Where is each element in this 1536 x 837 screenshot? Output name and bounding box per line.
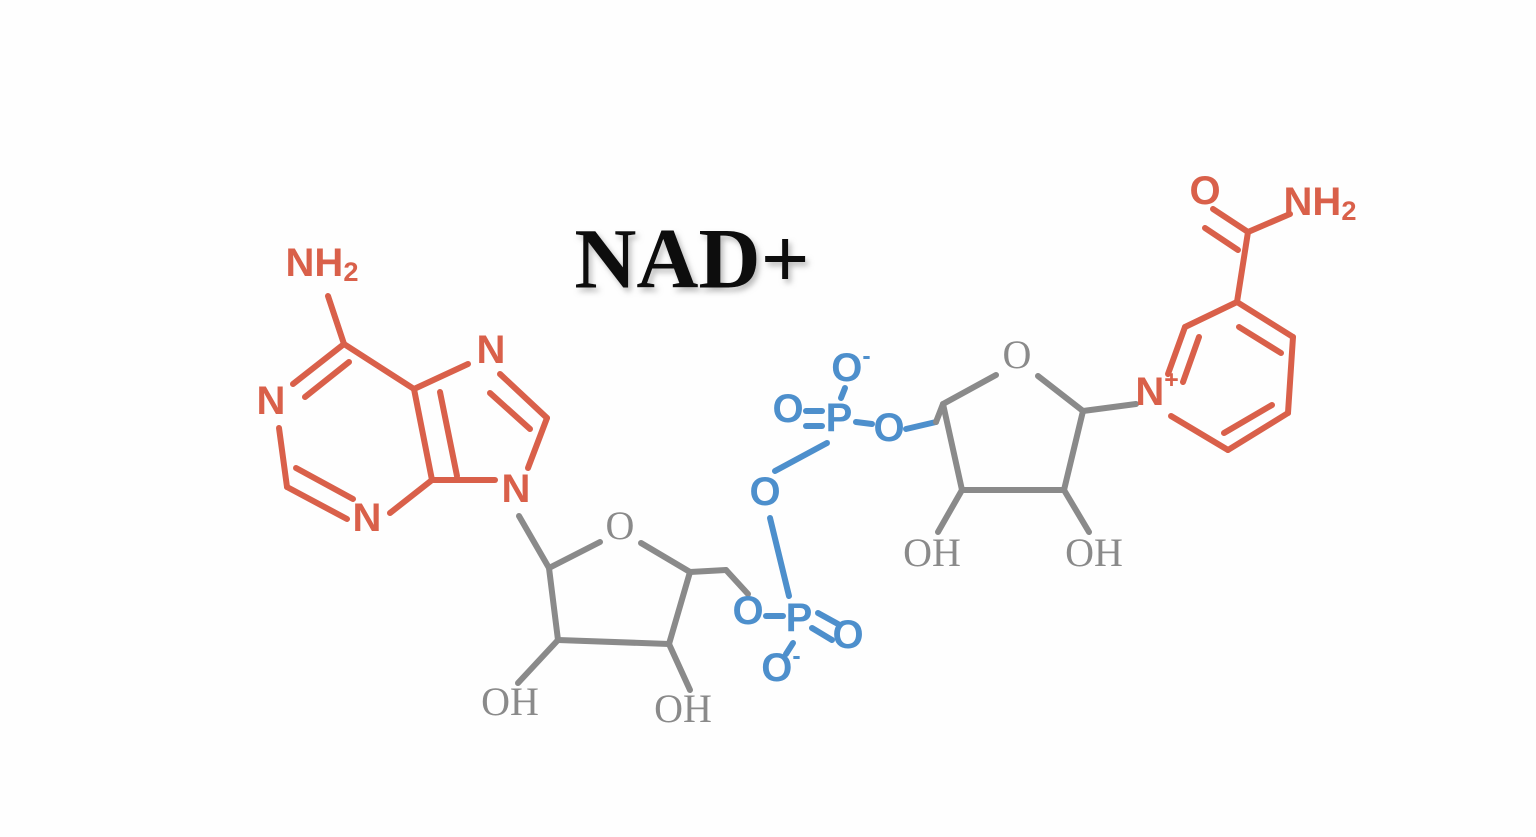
bond-c3-c4 — [1234, 299, 1296, 340]
phosphate-o-double-beta: O — [832, 613, 863, 657]
bond-carbonyl-o-b — [1202, 225, 1241, 253]
adenine-ribose-bond-group — [515, 513, 751, 693]
pyridinium-nitrogen: N+ — [1135, 367, 1178, 414]
bond-n7-c8 — [497, 371, 550, 421]
bond-oring-c4prime — [638, 540, 693, 575]
bond-c4-c5-inner — [437, 389, 460, 479]
bond-oring-n-c1prime — [1035, 373, 1086, 414]
bond-c8-n9 — [525, 415, 550, 471]
bond-palpha-ominus — [838, 385, 848, 401]
bond-p-odouble-beta-b — [809, 625, 835, 643]
bond-ch2-o — [723, 567, 751, 597]
purine-n1: N — [257, 379, 286, 423]
ring-oxygen-n: O — [1003, 332, 1032, 377]
bond-c5prime-oring-n — [940, 372, 999, 407]
bond-c2prime-c1prime — [546, 565, 561, 643]
bond-n1-c2 — [276, 425, 290, 490]
bond-nh2-c6 — [325, 293, 347, 347]
bond-n7-c8-inner — [487, 390, 533, 432]
bond-c2prime-n-oh — [1061, 487, 1092, 535]
adenine-ribose-label-group: O OH OH — [481, 503, 712, 731]
bond-c3prime-oh — [666, 641, 693, 693]
bond-p-ominus-beta — [783, 640, 796, 657]
pyrophosphate-bond-group — [763, 385, 939, 657]
bond-carbonyl-nh2 — [1245, 211, 1293, 235]
phosphate-o-minus-beta: O- — [761, 643, 800, 690]
bond-c4-c5 — [1285, 334, 1296, 416]
phosphate-o-bridge: O — [749, 470, 780, 514]
phosphate-o-minus-alpha: O- — [831, 343, 870, 390]
purine-n7: N — [477, 328, 506, 372]
bond-oester-ch2-n — [903, 419, 939, 432]
bond-palpha-oester — [853, 419, 875, 427]
bond-c4prime-ch2 — [687, 567, 729, 575]
bond-npyr-c2-inner — [1180, 334, 1202, 385]
adenine-bond-group — [276, 293, 550, 522]
purine-n3: N — [353, 496, 382, 540]
phosphate-o-ester-alpha: O — [873, 406, 904, 450]
bond-n9-c1prime — [516, 513, 552, 571]
bond-c1prime-oring — [546, 539, 603, 571]
bond-c2-n3 — [284, 484, 350, 522]
amide-nh2: NH2 — [1284, 180, 1357, 227]
bond-p-obridge — [767, 515, 792, 599]
bond-p-odouble-beta-a — [815, 610, 841, 627]
bond-c3-carbonyl — [1234, 229, 1251, 305]
nicotinamide-label-group: N+ O NH2 — [1135, 169, 1356, 414]
bond-c1prime-n-c2prime — [1061, 408, 1086, 493]
bond-c3prime-n-oh — [935, 487, 965, 535]
bond-c6-n1 — [290, 341, 347, 387]
hydroxyl-3prime-n: OH — [1065, 530, 1123, 575]
amine-nh2: NH2 — [286, 241, 359, 288]
bond-obridge-palpha — [772, 440, 830, 474]
hydroxyl-3prime: OH — [654, 686, 712, 731]
phosphate-o-double-alpha: O — [772, 387, 803, 431]
bond-c6-n1-inner — [302, 359, 352, 400]
hydroxyl-2prime-n: OH — [903, 530, 961, 575]
bond-c3-c4-inner — [1236, 324, 1284, 356]
phosphate-p-beta: P — [786, 596, 813, 640]
bond-c5-c6 — [1225, 410, 1291, 453]
bond-c5-n7 — [411, 361, 471, 392]
bond-c3prime-c2prime — [555, 637, 672, 647]
nicotinamide-ribose-bond-group — [933, 372, 1139, 535]
ring-oxygen: O — [606, 503, 635, 548]
purine-n9: N — [502, 467, 531, 511]
bond-n3-c4 — [387, 477, 435, 516]
hydroxyl-2prime: OH — [481, 679, 539, 724]
bond-c2-n3-inner — [293, 465, 356, 502]
bond-carbonyl-o-a — [1210, 206, 1251, 235]
bond-c4prime-c3prime — [666, 569, 693, 647]
bond-c2prime-oh — [515, 637, 561, 686]
bond-c5-c6-inner — [1221, 402, 1275, 436]
bond-npyr-c2 — [1165, 324, 1188, 377]
phosphate-o-ester-beta: O — [732, 589, 763, 633]
bond-c2-c3 — [1182, 299, 1240, 330]
nicotinamide-ribose-label-group: O OH OH — [903, 332, 1123, 575]
bond-c6-npyr — [1168, 413, 1231, 453]
phosphate-p-alpha: P — [826, 396, 853, 440]
bond-c1prime-npyridinium — [1080, 401, 1139, 414]
bond-c5-c6 — [341, 341, 417, 392]
page-title: NAD+ — [574, 211, 809, 307]
amide-oxygen: O — [1189, 169, 1220, 213]
bond-c3prime-n-c4prime — [940, 401, 965, 493]
bond-c4-c5 — [411, 386, 435, 483]
nicotinamide-bond-group — [1165, 206, 1296, 453]
